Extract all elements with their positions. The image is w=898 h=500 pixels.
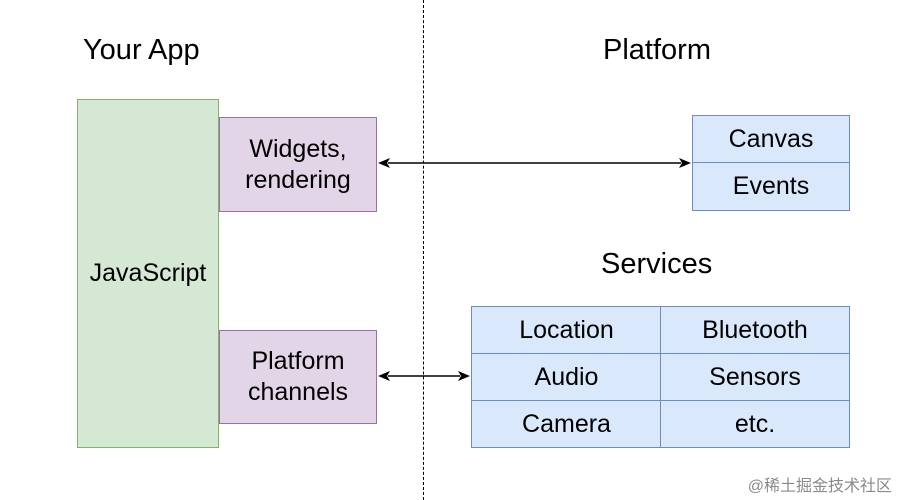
widgets-canvas-arrow (378, 158, 691, 168)
etc-cell: etc. (660, 400, 850, 448)
widgets-rendering-label: Widgets, rendering (245, 134, 351, 194)
your-app-title: Your App (83, 34, 200, 66)
bluetooth-cell: Bluetooth (660, 306, 850, 355)
watermark-text: @稀土掘金技术社区 (747, 478, 892, 495)
events-cell: Events (692, 162, 850, 211)
services-title: Services (601, 248, 713, 280)
platform-channels-block: Platform channels (219, 330, 377, 424)
javascript-block: JavaScript (77, 99, 219, 448)
sensors-cell: Sensors (660, 353, 850, 402)
app-platform-divider (423, 0, 424, 500)
channels-services-arrow (378, 371, 470, 381)
location-cell: Location (471, 306, 662, 355)
camera-cell: Camera (471, 400, 662, 448)
widgets-rendering-block: Widgets, rendering (219, 117, 377, 212)
platform-channels-label: Platform channels (247, 347, 349, 406)
platform-title: Platform (603, 34, 711, 66)
